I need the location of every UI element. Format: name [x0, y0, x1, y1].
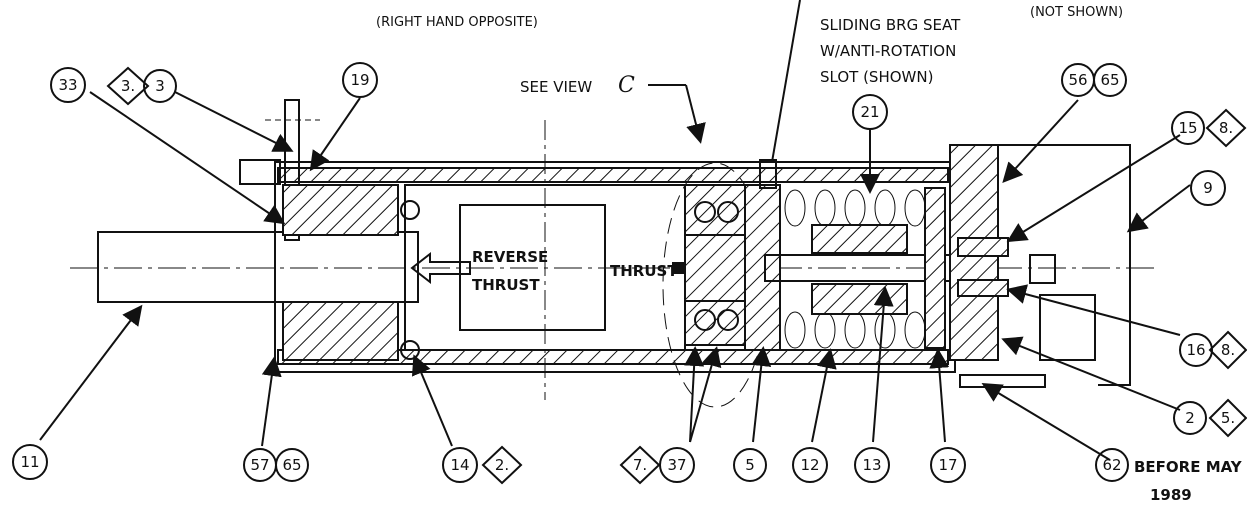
callout-8-diamond-bottom: 8.	[1208, 330, 1247, 370]
output-shaft	[97, 231, 419, 303]
right-hand-opposite-note: (RIGHT HAND OPPOSITE)	[376, 15, 538, 30]
svg-text:33: 33	[58, 76, 77, 94]
svg-text:2.: 2.	[495, 456, 509, 474]
callout-19: 19	[342, 62, 378, 98]
sliding-seat-line-2: W/ANTI-ROTATION	[820, 42, 956, 60]
callout-2-diamond: 2.	[481, 445, 523, 485]
svg-text:16: 16	[1186, 341, 1205, 359]
callout-16: 16	[1179, 333, 1213, 367]
before-may-note: BEFORE MAY	[1134, 458, 1243, 476]
svg-text:65: 65	[1100, 71, 1119, 89]
year-note: 1989	[1150, 486, 1192, 504]
svg-text:57: 57	[250, 456, 269, 474]
svg-text:8.: 8.	[1221, 341, 1235, 359]
callout-8-diamond-top: 8.	[1205, 108, 1247, 148]
sliding-seat-line-3: SLOT (SHOWN)	[820, 68, 933, 86]
svg-text:15: 15	[1178, 119, 1197, 137]
callout-7-diamond: 7.	[619, 445, 661, 485]
callout-62: 62	[1095, 448, 1129, 482]
svg-text:14: 14	[450, 456, 469, 474]
callout-14: 14	[442, 447, 478, 483]
callout-65-top: 65	[1093, 63, 1127, 97]
svg-text:2: 2	[1185, 409, 1195, 427]
callout-57: 57	[243, 448, 277, 482]
svg-text:3.: 3.	[121, 77, 135, 95]
callout-65-bottom: 65	[275, 448, 309, 482]
callout-21: 21	[852, 94, 888, 130]
svg-text:19: 19	[350, 71, 369, 89]
callout-5-diamond: 5.	[1208, 398, 1247, 438]
callout-37: 37	[659, 447, 695, 483]
not-shown-note: (NOT SHOWN)	[1030, 5, 1123, 20]
callout-33: 33	[50, 67, 86, 103]
svg-text:12: 12	[800, 456, 819, 474]
callout-5: 5	[733, 448, 767, 482]
callout-15: 15	[1171, 111, 1205, 145]
svg-text:7.: 7.	[633, 456, 647, 474]
callout-56: 56	[1061, 63, 1095, 97]
callout-3: 3	[143, 69, 177, 103]
svg-text:21: 21	[860, 103, 879, 121]
reverse-label: REVERSE	[472, 248, 548, 266]
callout-13: 13	[854, 447, 890, 483]
svg-text:62: 62	[1102, 456, 1121, 474]
svg-text:56: 56	[1068, 71, 1087, 89]
see-view-letter: C	[618, 73, 635, 98]
see-view-note: SEE VIEW	[520, 78, 592, 96]
svg-text:37: 37	[667, 456, 686, 474]
callout-17: 17	[930, 447, 966, 483]
svg-text:8.: 8.	[1219, 119, 1233, 137]
svg-text:3: 3	[155, 77, 165, 95]
callout-3-diamond: 3.	[106, 66, 150, 106]
callout-2: 2	[1173, 401, 1207, 435]
svg-text:5.: 5.	[1221, 409, 1235, 427]
svg-text:11: 11	[20, 453, 39, 471]
callout-11: 11	[12, 444, 48, 480]
svg-text:5: 5	[745, 456, 755, 474]
svg-text:9: 9	[1203, 179, 1213, 197]
sliding-seat-line-1: SLIDING BRG SEAT	[820, 16, 961, 34]
callout-9: 9	[1190, 170, 1226, 206]
thrust-label: THRUST	[610, 262, 678, 280]
svg-text:65: 65	[282, 456, 301, 474]
svg-text:17: 17	[938, 456, 957, 474]
svg-text:13: 13	[862, 456, 881, 474]
reverse-thrust-label: THRUST	[472, 276, 540, 294]
callout-12: 12	[792, 447, 828, 483]
